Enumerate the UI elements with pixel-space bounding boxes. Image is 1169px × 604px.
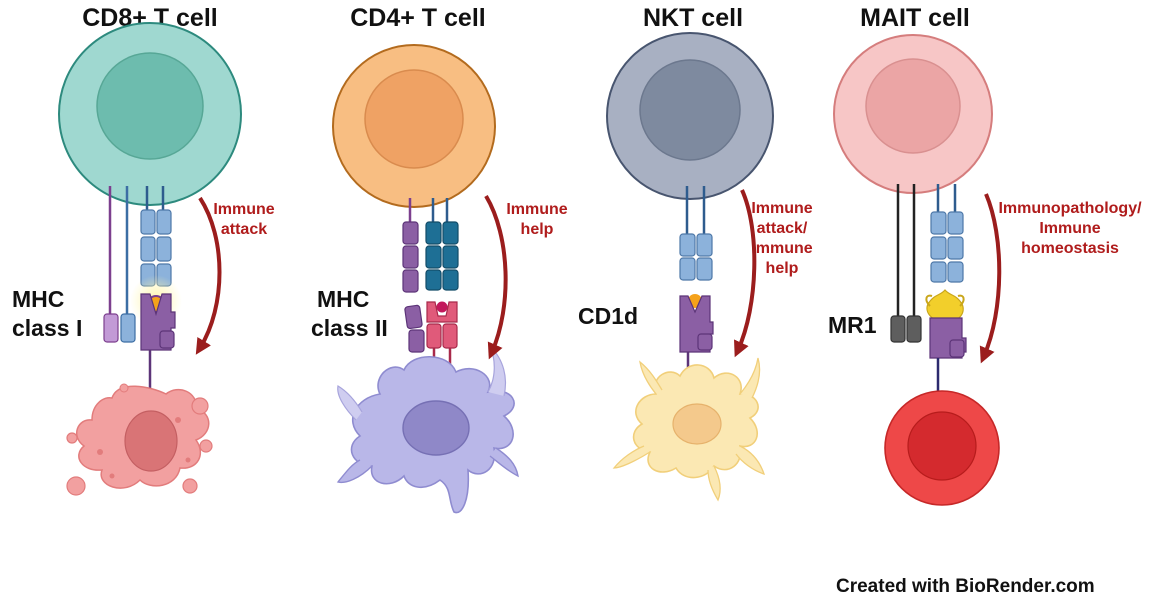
cd8-function-line1: Immune: [213, 201, 274, 218]
mr1-label: MR1: [828, 312, 877, 338]
cd4-t-cell: [332, 44, 496, 208]
mait-function-line2: Immune: [1039, 220, 1100, 237]
mait-title: MAIT cell: [860, 4, 970, 32]
nkt-title: NKT cell: [643, 4, 743, 32]
mhc-class-ii-label-line2: class II: [311, 315, 388, 341]
cd4-function-line2: help: [521, 221, 554, 238]
mhc-class-ii-label-line1: MHC: [317, 286, 369, 312]
nkt-function-line1: Immune: [751, 200, 812, 217]
mait-tcr: [930, 211, 964, 283]
mait-cell: [833, 34, 993, 194]
cd8-tcr: [140, 209, 172, 287]
panel-cd8: CD8+ T cell: [12, 4, 275, 496]
cd1d-label: CD1d: [578, 303, 638, 329]
nkt-arrow: [734, 189, 757, 358]
nkt-tcr: [679, 233, 713, 281]
nkt-function-line2: attack/: [757, 220, 808, 237]
mait-ligand-complex: [929, 317, 967, 404]
mait-arrow: [979, 193, 1002, 364]
mhc-class-i-label-line1: MHC: [12, 286, 64, 312]
red-blood-cell: [884, 390, 1000, 506]
tumor-cell: [66, 383, 213, 496]
panel-cd4: CD4+ T cell: [311, 4, 568, 514]
cd4-title: CD4+ T cell: [350, 4, 485, 32]
nkt-cell: [606, 32, 774, 200]
cd4-tcr: [425, 221, 459, 291]
mhc-class-i: [140, 293, 176, 392]
cd8-function-line2: attack: [221, 221, 267, 238]
dendritic-cell-cd4: [336, 345, 519, 514]
cd8-arrow: [195, 196, 222, 355]
nkt-function-line3: Immune: [751, 240, 812, 257]
cd8-t-cell: [58, 22, 242, 206]
cd4-function-line1: Immune: [506, 201, 567, 218]
panel-mait: MAIT cell M: [828, 4, 1142, 506]
panel-nkt: NKT cell CD1d Immune: [578, 4, 813, 502]
nkt-function-line4: help: [766, 260, 799, 277]
dendritic-cell-nkt: [612, 357, 766, 502]
mait-function-line3: homeostasis: [1021, 240, 1119, 257]
mr1: [890, 315, 922, 343]
biorender-credit: Created with BioRender.com: [836, 576, 1095, 597]
mait-function-line1: Immunopathology/: [998, 200, 1142, 217]
cd4-arrow: [484, 194, 508, 360]
mhc-class-i-label-line2: class I: [12, 315, 82, 341]
